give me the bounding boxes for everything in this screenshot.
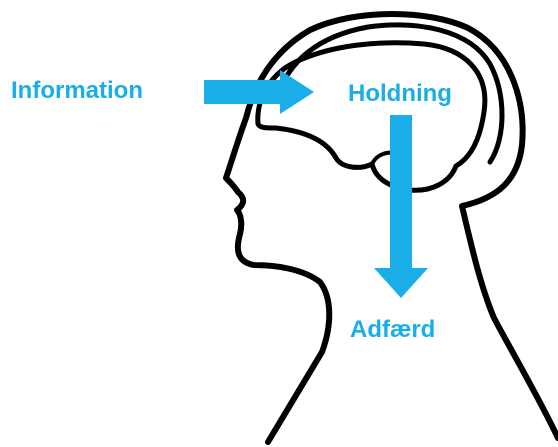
head-inner-band [275,22,505,165]
arrow-information-to-holdning [204,70,314,114]
brain-outline [255,40,488,193]
arrow-holdning-to-adfaerd [374,115,428,298]
label-adfaerd: Adfærd [350,316,436,343]
label-holdning: Holdning [348,80,452,107]
label-information: Information [11,77,143,104]
